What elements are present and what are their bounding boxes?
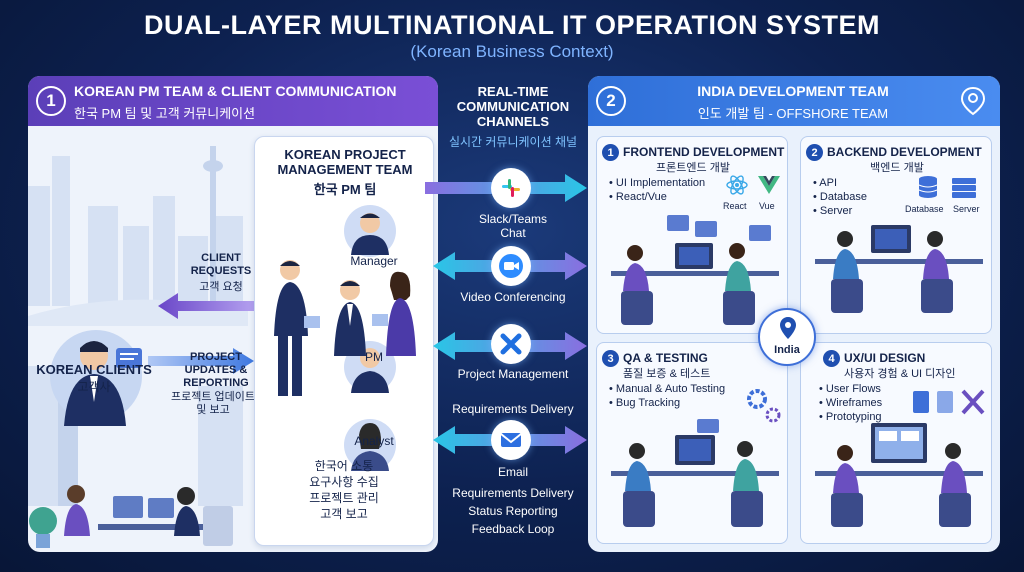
role-pm-label: PM xyxy=(365,350,383,364)
backend-item: • Server xyxy=(813,205,853,217)
qa-item: • Manual & Auto Testing xyxy=(609,383,726,395)
india-dev-panel-title-kr: 인도 개발 팀 - OFFSHORE TEAM xyxy=(697,106,889,121)
india-dev-panel-title: INDIA DEVELOPMENT TEAM xyxy=(697,83,889,99)
slack-teams-chat-label: Slack/Teams Chat xyxy=(478,212,548,240)
client-requests-label-kr: 고객 요청 xyxy=(199,281,243,293)
email-item: Feedback Loop xyxy=(471,522,555,536)
database-tag: Database xyxy=(905,204,944,214)
backend-team-card: 2 BACKEND DEVELOPMENT 백엔드 개발 • API • Dat… xyxy=(800,136,992,334)
frontend-team-card: 1 FRONTEND DEVELOPMENT 프론트엔드 개발 • UI Imp… xyxy=(596,136,788,334)
ux-team-card: 4 UX/UI DESIGN 사용자 경험 & UI 디자인 • User Fl… xyxy=(800,342,992,544)
project-updates-label: PROJECT UPDATES & REPORTING xyxy=(183,351,249,389)
pm-duty-item: 한국어 소통 xyxy=(314,459,374,473)
korean-clients-label: KOREAN CLIENTS xyxy=(36,362,152,377)
frontend-team-illustration xyxy=(611,215,779,325)
panel-number-badge: 2 xyxy=(596,86,626,116)
channels-title-kr: 실시간 커뮤니케이션 채널 xyxy=(448,135,578,149)
pm-team-title: KOREAN PROJECT MANAGEMENT TEAM xyxy=(277,147,413,177)
email-items-list: Requirements Delivery Status Reporting F… xyxy=(438,484,588,538)
india-dev-panel-header: 2 INDIA DEVELOPMENT TEAM 인도 개발 팀 - OFFSH… xyxy=(588,76,1000,126)
backend-item: • Database xyxy=(813,191,867,203)
role-manager-label: Manager xyxy=(350,254,398,268)
qa-title-kr: 품질 보증 & 테스트 xyxy=(623,368,711,380)
pm-duty-item: 프로젝트 관리 xyxy=(309,491,379,505)
pm-duty-item: 고객 보고 xyxy=(320,507,368,521)
channels-title: REAL-TIME COMMUNICATION CHANNELS xyxy=(456,84,570,129)
qa-item: • Bug Tracking xyxy=(609,397,681,409)
frontend-item: • UI Implementation xyxy=(609,177,706,189)
korean-pm-panel-title: KOREAN PM TEAM & CLIENT COMMUNICATION xyxy=(74,83,397,99)
database-icon xyxy=(918,176,938,198)
location-pin-icon xyxy=(960,86,986,116)
server-icon xyxy=(952,178,976,198)
ux-title-kr: 사용자 경험 & UI 디자인 xyxy=(844,368,956,380)
qa-team-illustration xyxy=(611,419,779,527)
backend-item: • API xyxy=(813,177,838,189)
team-number-badge: 1 xyxy=(602,144,619,161)
vue-tag: Vue xyxy=(759,201,775,211)
react-tag: React xyxy=(723,201,747,211)
backend-title: BACKEND DEVELOPMENT xyxy=(827,145,982,159)
frontend-item: • React/Vue xyxy=(609,191,667,203)
backend-title-kr: 백엔드 개발 xyxy=(870,162,924,174)
korean-pm-panel: 1 KOREAN PM TEAM & CLIENT COMMUNICATION … xyxy=(28,76,438,552)
page-subtitle: (Korean Business Context) xyxy=(410,42,614,61)
pm-people-illustration xyxy=(274,260,416,396)
page-title: DUAL-LAYER MULTINATIONAL IT OPERATION SY… xyxy=(144,10,880,40)
server-tag: Server xyxy=(953,204,980,214)
email-item: Status Reporting xyxy=(468,504,558,518)
ux-title: UX/UI DESIGN xyxy=(844,351,926,365)
ux-item: • Wireframes xyxy=(819,397,883,409)
ux-item: • User Flows xyxy=(819,383,881,395)
vue-icon xyxy=(758,176,780,194)
india-badge: India xyxy=(758,308,816,366)
video-conferencing-label: Video Conferencing xyxy=(460,290,566,304)
backend-team-illustration xyxy=(815,225,983,313)
qa-team-card: 3 QA & TESTING 품질 보증 & 테스트 • Manual & Au… xyxy=(596,342,788,544)
project-management-icon xyxy=(491,324,531,364)
email-label: Email xyxy=(497,465,528,479)
react-icon xyxy=(726,175,748,195)
pm-duties-list: 한국어 소통 요구사항 수집 프로젝트 관리 고객 보고 xyxy=(254,458,434,522)
ux-item: • Prototyping xyxy=(819,411,882,423)
team-number-badge: 2 xyxy=(806,144,823,161)
pm-duty-item: 요구사항 수집 xyxy=(309,475,379,489)
map-pin-icon xyxy=(780,317,796,339)
india-dev-panel: 2 INDIA DEVELOPMENT TEAM 인도 개발 팀 - OFFSH… xyxy=(588,76,1000,552)
korean-pm-panel-header: 1 KOREAN PM TEAM & CLIENT COMMUNICATION … xyxy=(28,76,438,126)
slack-icon xyxy=(491,168,531,208)
frontend-title: FRONTEND DEVELOPMENT xyxy=(623,145,785,159)
team-number-badge: 3 xyxy=(602,350,619,367)
frontend-title-kr: 프론트엔드 개발 xyxy=(656,162,730,174)
client-requests-label: CLIENT REQUESTS xyxy=(190,252,252,277)
team-number-badge: 4 xyxy=(823,350,840,367)
india-label: India xyxy=(774,344,800,356)
pm-team-title-kr: 한국 PM 팀 xyxy=(313,182,377,197)
video-icon xyxy=(491,246,531,286)
requirements-delivery-label: Requirements Delivery xyxy=(452,402,574,416)
qa-title: QA & TESTING xyxy=(623,351,708,365)
seoul-skyline-illustration xyxy=(28,146,256,548)
email-item: Requirements Delivery xyxy=(452,486,574,500)
gear-icon xyxy=(747,389,781,423)
role-analyst-label: Analyst xyxy=(354,434,394,448)
korean-pm-panel-title-kr: 한국 PM 팀 및 고객 커뮤니케이션 xyxy=(74,106,256,121)
email-icon xyxy=(491,420,531,460)
project-management-label: Project Management xyxy=(457,367,569,381)
project-updates-label-kr: 프로젝트 업데이트 및 보고 xyxy=(170,391,255,416)
design-tools-icon xyxy=(913,389,985,415)
panel-number-badge: 1 xyxy=(36,86,66,116)
ux-team-illustration xyxy=(815,423,983,527)
pm-team-illustration xyxy=(344,205,396,471)
korean-clients-label-kr: 고객사 xyxy=(77,380,111,394)
